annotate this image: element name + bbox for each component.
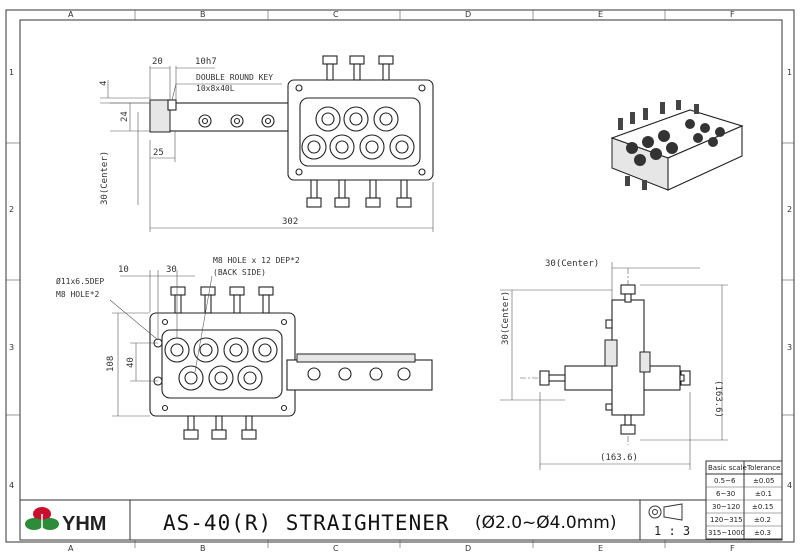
top-view-dimension-lines: [100, 66, 434, 232]
title-block: YHM AS-40(R) STRAIGHTENER (Ø2.0~Ø4.0mm) …: [19, 499, 707, 541]
grid-col-d-bottom: D: [465, 544, 471, 553]
dim-20: 20: [152, 57, 163, 67]
side-view-knobs: [539, 284, 691, 435]
tol-row-4-scale: 120~315: [710, 516, 743, 524]
front-view-knobs-bottom: [183, 415, 257, 440]
dim-30-center-left: 30(Center): [501, 291, 511, 345]
grid-col-e: E: [598, 10, 603, 19]
title-main: AS-40(R) STRAIGHTENER: [163, 511, 450, 535]
top-view-key-block: [149, 99, 171, 133]
title-range: (Ø2.0~Ø4.0mm): [475, 513, 616, 533]
tol-row-2-tol: ±0.1: [755, 490, 772, 498]
isometric-knobs: [618, 100, 699, 190]
grid-col-f: F: [730, 10, 735, 19]
grid-col-d: D: [465, 10, 471, 19]
grid-col-f-bottom: F: [730, 544, 735, 553]
grid-columns-bottom: A B C D E F: [68, 544, 735, 553]
grid-col-a-bottom: A: [68, 544, 74, 553]
projection-symbol-icon: [648, 503, 683, 521]
grid-rows: 1 2 3 4 1 2 3 4: [9, 68, 792, 490]
scale-label: 1 : 3: [654, 524, 690, 538]
front-view-rollers: [164, 337, 278, 391]
grid-row-3-right: 3: [787, 343, 792, 352]
grid-col-e-bottom: E: [598, 544, 603, 553]
grid-col-c: C: [333, 10, 339, 19]
grid-col-b: B: [200, 10, 206, 19]
dim-10: 10: [118, 265, 129, 275]
grid-col-b-bottom: B: [200, 544, 206, 553]
top-view: 20 10h7 4 24 25 30(Center) 302 DOUBLE RO…: [99, 55, 434, 232]
yhm-logo-icon: [25, 507, 59, 530]
top-view-key: [167, 99, 177, 111]
dim-302: 302: [282, 217, 298, 227]
top-view-small-rollers: [198, 114, 275, 128]
grid-row-1-right: 1: [787, 68, 792, 77]
dim-30-center: 30(Center): [100, 151, 110, 205]
back-side-label-2: (BACK SIDE): [213, 268, 266, 277]
hole-label-2: M8 HOLE*2: [56, 290, 100, 299]
hole-label-1: Ø11x6.5DEP: [56, 276, 104, 286]
top-view-adjust-knobs-bottom: [306, 179, 412, 208]
dim-24: 24: [120, 111, 130, 122]
tol-header-tolerance: Tolerance: [746, 464, 780, 472]
grid-row-3: 3: [9, 343, 14, 352]
isometric-rollers: [626, 119, 725, 166]
tol-row-1-scale: 0.5~6: [714, 477, 736, 485]
grid-row-1: 1: [9, 68, 14, 77]
grid-row-4-right: 4: [787, 481, 792, 490]
tol-row-3-tol: ±0.15: [752, 503, 773, 511]
front-view: 10 30 108 40 Ø11x6.5DEP M8 HOLE*2 M8 HOL…: [56, 256, 433, 440]
logo-text: YHM: [62, 513, 106, 535]
dim-108: 108: [106, 356, 116, 372]
grid-col-a: A: [68, 10, 74, 19]
dim-25: 25: [153, 148, 164, 158]
dim-30-center-top: 30(Center): [545, 259, 599, 269]
front-view-knobs-top: [170, 286, 274, 314]
top-view-adjust-knobs-top: [322, 55, 394, 81]
side-view: 30(Center) 30(Center) (163.6) (163.6): [500, 259, 728, 470]
dim-4: 4: [99, 81, 109, 86]
tol-row-2-scale: 6~30: [716, 490, 735, 498]
top-view-rollers: [301, 106, 415, 160]
tol-row-5-scale: 315~1000: [708, 529, 745, 537]
front-view-dimension-lines: [109, 270, 213, 417]
grid-col-c-bottom: C: [333, 544, 339, 553]
dim-40: 40: [126, 357, 136, 368]
tol-header-basic: Basic scale: [708, 464, 747, 472]
grid-row-2-right: 2: [787, 205, 792, 214]
dim-163-horizontal: (163.6): [600, 453, 638, 463]
tolerance-table: Basic scale Tolerance 0.5~6 ±0.05 6~30 ±…: [705, 460, 783, 540]
tol-row-5-tol: ±0.3: [754, 529, 771, 537]
key-label-1: DOUBLE ROUND KEY: [196, 73, 273, 82]
dim-30: 30: [166, 265, 177, 275]
grid-ticks: [6, 10, 794, 548]
grid-columns-top: A B C D E F: [68, 10, 735, 19]
dim-163-vertical: (163.6): [713, 380, 723, 418]
grid-row-2: 2: [9, 205, 14, 214]
tol-row-3-scale: 30~120: [712, 503, 740, 511]
isometric-view: [610, 100, 744, 191]
tol-row-1-tol: ±0.05: [753, 477, 774, 485]
key-label-2: 10x8x40L: [196, 84, 235, 93]
grid-row-4: 4: [9, 481, 14, 490]
back-side-label-1: M8 HOLE x 12 DEP*2: [213, 256, 300, 265]
side-view-dimension-lines: [500, 262, 728, 470]
tol-row-4-tol: ±0.2: [754, 516, 771, 524]
dim-10h7: 10h7: [195, 57, 217, 67]
front-view-extension-rollers: [307, 367, 411, 381]
